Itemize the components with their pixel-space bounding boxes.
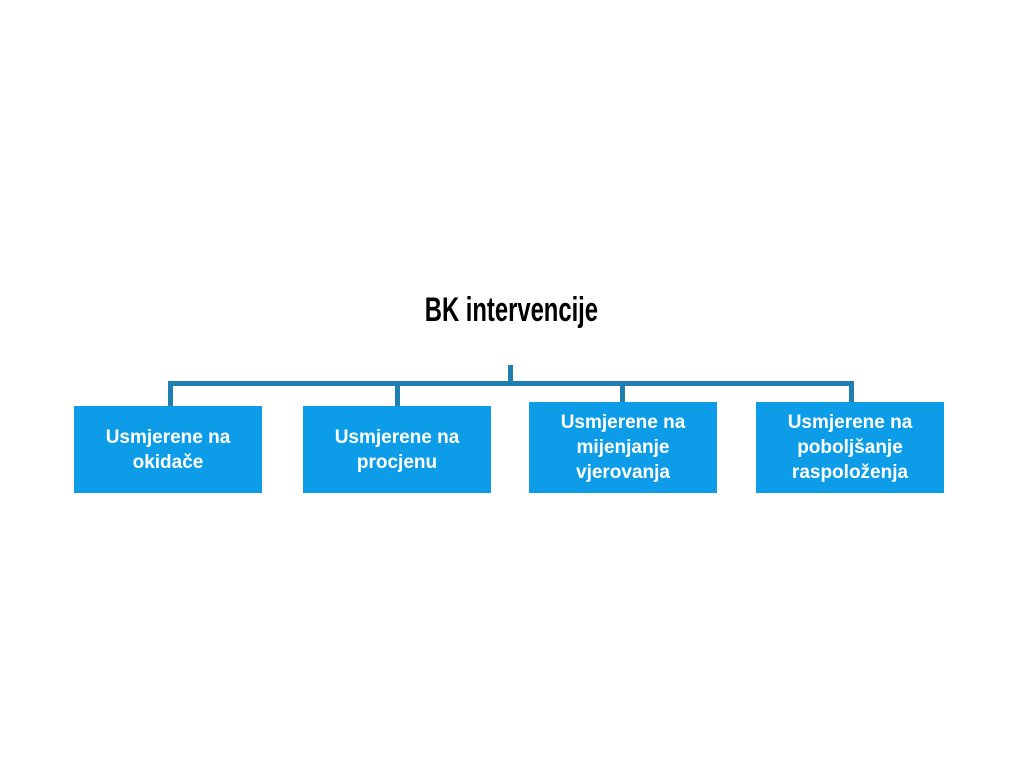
node-box-okidace[interactable]: Usmjerene na okidače: [74, 406, 262, 493]
node-box-mijenjanje-vjerovanja[interactable]: Usmjerene na mijenjanje vjerovanja: [529, 402, 717, 493]
connector-drop-node-4: [849, 381, 854, 403]
diagram-title: BK intervencije: [424, 291, 599, 329]
connector-drop-node-1: [168, 381, 173, 407]
connector-root-stem: [508, 365, 513, 384]
node-box-procjenu[interactable]: Usmjerene na procjenu: [303, 406, 491, 493]
node-box-poboljsanje-raspolozenja[interactable]: Usmjerene na poboljšanje raspoloženja: [756, 402, 944, 493]
connector-drop-node-3: [620, 381, 625, 403]
connector-horizontal-bus: [168, 381, 854, 386]
connector-drop-node-2: [395, 381, 400, 407]
